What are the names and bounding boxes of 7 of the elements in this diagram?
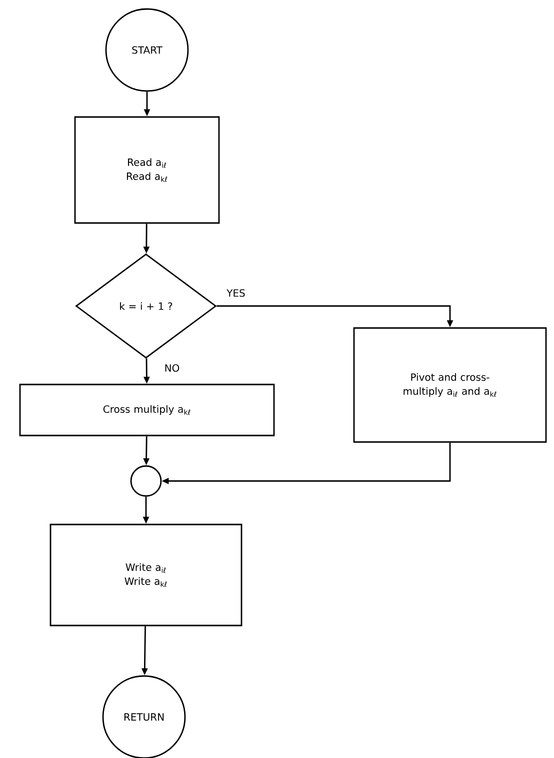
edge-label: YES (226, 288, 246, 298)
process-box: Pivot and cross-multiply a$_{iℓ}$ and a$_{kℓ}$ (353, 327, 547, 443)
process-box: Read a$_{iℓ}$ Read a$_{kℓ}$ (74, 116, 220, 224)
process-box: Write a$_{iℓ}$ Write a$_{kℓ}$ (50, 524, 242, 626)
edge-label: NO (163, 363, 181, 373)
connector-circle (130, 465, 162, 497)
process-box: Cross multiply a$_{kℓ}$ (19, 384, 275, 436)
